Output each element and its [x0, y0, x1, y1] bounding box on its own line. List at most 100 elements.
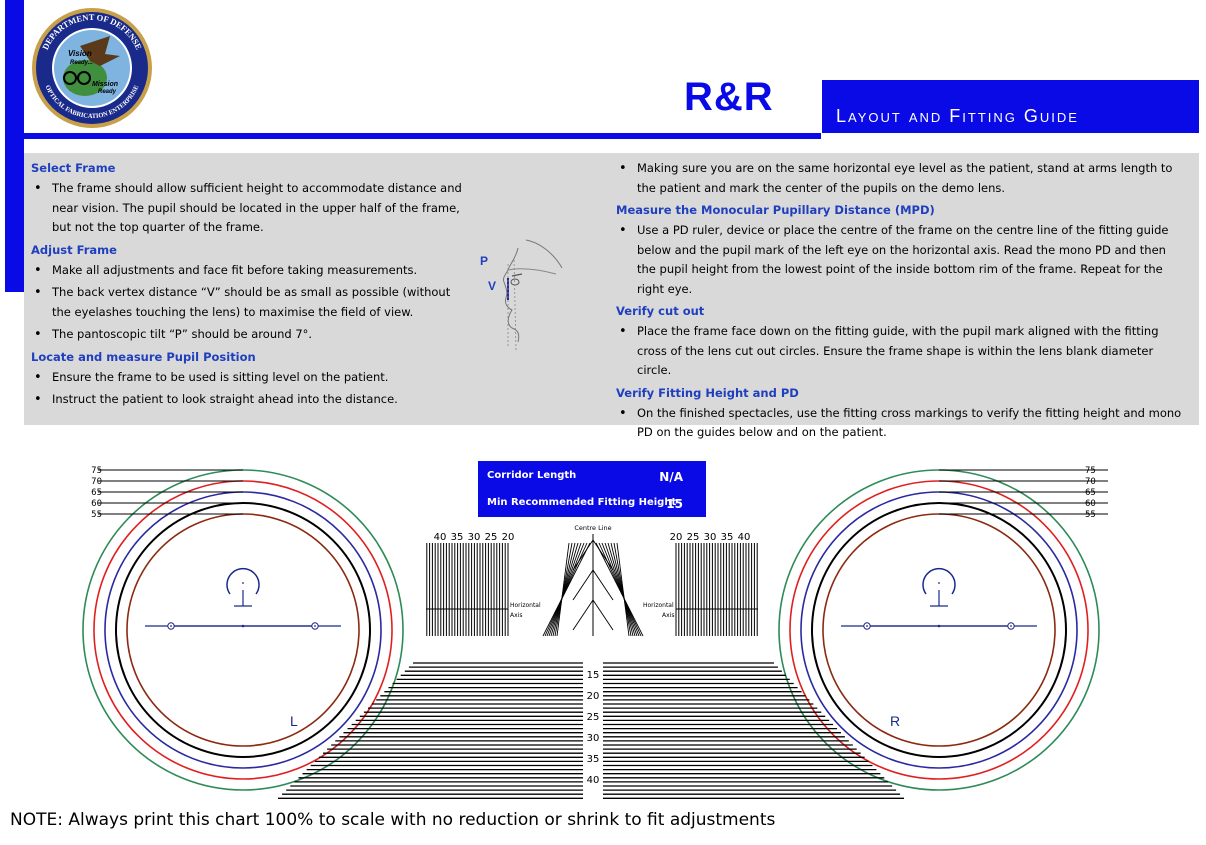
lens-circle-65 — [104, 491, 382, 769]
fitting-height-row: Min Recommended Fitting Height 15 — [487, 497, 697, 511]
centre-fan-line — [607, 542, 636, 637]
bullet-item: The back vertex distance “V” should be a… — [31, 283, 472, 322]
section-heading: Locate and measure Pupil Position — [31, 349, 256, 364]
lens-center-dot — [937, 624, 941, 628]
circle-size-label: 70 — [91, 477, 102, 487]
lens-circle-70 — [789, 480, 1089, 780]
pd-scale-label: 35 — [451, 532, 464, 543]
horizontal-axis-label-right: Horizontal — [643, 602, 674, 609]
circle-size-label: 65 — [91, 488, 102, 498]
corridor-length-label: Corridor Length — [487, 470, 577, 481]
centre-fan-line — [601, 542, 640, 637]
bullet-item: The frame should allow sufficient height… — [31, 179, 481, 238]
centre-fan-line — [598, 542, 642, 637]
pd-scale-label: 40 — [434, 532, 447, 543]
circle-size-label: 55 — [91, 510, 102, 520]
height-scale-label: 20 — [587, 691, 600, 702]
lens-circle-70 — [93, 480, 393, 780]
circle-size-label: 55 — [1085, 510, 1096, 520]
label-v: V — [488, 279, 496, 293]
centre-line-label: Centre Line — [574, 524, 611, 532]
axis-target-dot — [866, 625, 868, 627]
pd-scale-label: 30 — [468, 532, 481, 543]
lens-circle-65 — [800, 491, 1078, 769]
instructions-panel: Select FrameThe frame should allow suffi… — [24, 153, 1199, 439]
left-lens-label: L — [290, 713, 298, 729]
left-instructions: Select FrameThe frame should allow suffi… — [31, 153, 481, 413]
dod-seal-logo: Vision Ready... Mission Ready DEPARTMENT… — [32, 8, 152, 128]
centre-fan-line — [544, 542, 588, 637]
bullet-item: Ensure the frame to be used is sitting l… — [31, 368, 481, 388]
centre-fan-line — [554, 542, 573, 637]
height-scale-label: 25 — [587, 712, 600, 723]
pd-scale-label: 30 — [704, 532, 717, 543]
lens-circle-60 — [115, 502, 371, 758]
centre-fan-line — [556, 542, 570, 637]
height-scale-label: 15 — [587, 670, 600, 681]
print-note: NOTE: Always print this chart 100% to sc… — [10, 810, 776, 830]
page-title: Layout and Fitting Guide — [836, 106, 1079, 126]
centre-fan-line — [542, 542, 591, 637]
fitting-cross-arc — [226, 567, 260, 595]
lens-circle-55 — [822, 513, 1056, 747]
fitting-cross-dot — [242, 582, 244, 584]
circle-size-label: 70 — [1085, 477, 1096, 487]
pd-scale-label: 25 — [485, 532, 498, 543]
svg-text:Mission: Mission — [92, 81, 118, 88]
section-heading: Verify Fitting Height and PD — [616, 385, 799, 400]
corridor-length-value: N/A — [659, 470, 683, 484]
centre-fan-line — [552, 542, 576, 637]
fitting-cross-arc — [922, 567, 956, 595]
brand-logo-text: R&R — [684, 75, 774, 119]
bullet-item: On the finished spectacles, use the fitt… — [616, 404, 1186, 443]
centre-fan-line — [550, 542, 579, 637]
centre-chevron-line — [572, 539, 594, 571]
centre-fan-line — [616, 542, 630, 637]
bullet-item: Make all adjustments and face fit before… — [31, 261, 472, 281]
lens-circle-75 — [778, 469, 1100, 791]
pd-scale-label: 20 — [670, 532, 683, 543]
right-lens-label: R — [890, 713, 900, 729]
circle-size-label: 75 — [91, 466, 102, 476]
circle-size-label: 60 — [1085, 499, 1096, 509]
lens-circle-75 — [82, 469, 404, 791]
centre-chevron-line — [572, 569, 594, 601]
axis-label-left: Axis — [510, 612, 522, 619]
circle-size-label: 65 — [1085, 488, 1096, 498]
header-rule — [24, 133, 821, 139]
bullet-item: Instruct the patient to look straight ah… — [31, 390, 481, 410]
bullet-item: The pantoscopic tilt “P” should be aroun… — [31, 325, 472, 345]
pd-scale-label: 35 — [721, 532, 734, 543]
svg-text:Ready...: Ready... — [70, 60, 93, 66]
title-banner: Layout and Fitting Guide — [822, 80, 1199, 133]
height-scale-label: 40 — [587, 775, 600, 786]
lens-center-dot — [241, 624, 245, 628]
svg-text:Ready: Ready — [98, 89, 117, 95]
axis-target-dot — [170, 625, 172, 627]
centre-fan-line — [548, 542, 582, 637]
label-p: P — [480, 254, 488, 268]
axis-label-right: Axis — [662, 612, 674, 619]
section-heading: Adjust Frame — [31, 242, 117, 257]
circle-size-label: 60 — [91, 499, 102, 509]
fitting-height-value: 15 — [666, 497, 683, 511]
face-profile-figure: P V — [480, 239, 563, 351]
pd-scale-label: 40 — [738, 532, 751, 543]
fitting-height-label: Min Recommended Fitting Height — [487, 497, 677, 508]
circle-size-label: 75 — [1085, 466, 1096, 476]
centre-chevron-line — [572, 599, 594, 631]
centre-fan-line — [610, 542, 634, 637]
centre-fan-line — [613, 542, 632, 637]
height-scale-label: 35 — [587, 754, 600, 765]
centre-chevron-line — [592, 539, 614, 571]
centre-chevron-line — [592, 569, 614, 601]
section-heading: Measure the Monocular Pupillary Distance… — [616, 203, 935, 217]
section-heading: Verify cut out — [616, 304, 705, 318]
horizontal-axis-label-left: Horizontal — [510, 602, 541, 609]
fitting-cross-dot — [938, 582, 940, 584]
centre-chevron-line — [592, 599, 614, 631]
lens-circle-60 — [811, 502, 1067, 758]
centre-fan-line — [595, 542, 644, 637]
bullet-item: Place the frame face down on the fitting… — [616, 322, 1186, 381]
